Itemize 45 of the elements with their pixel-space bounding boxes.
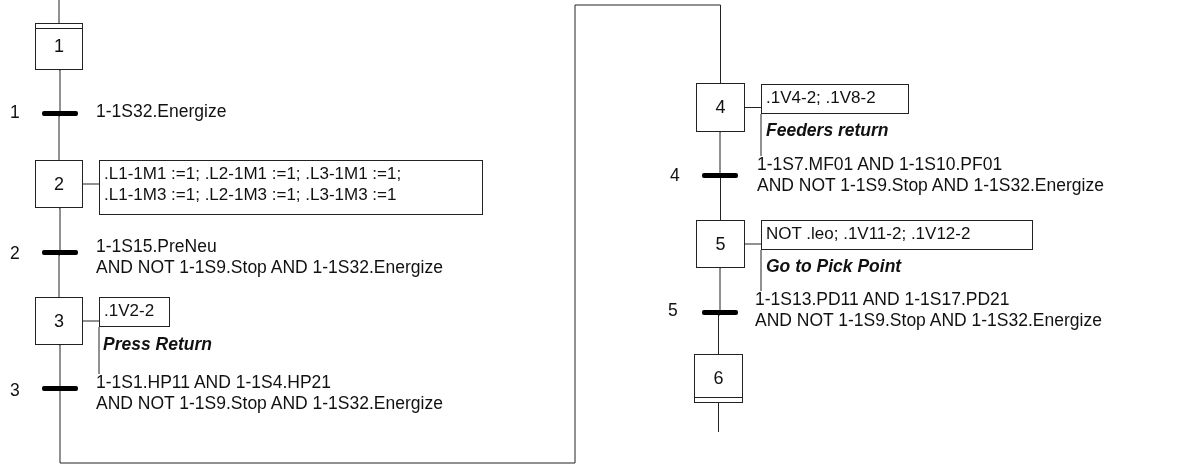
- connector-line: [82, 183, 100, 185]
- connector-line: [98, 326, 100, 375]
- step-box: [35, 297, 83, 345]
- step-comment: Go to Pick Point: [766, 256, 902, 277]
- connector-line: [719, 131, 721, 174]
- action-box: .L1-1M1 :=1; .L2-1M1 :=1; .L3-1M1 :=1; .L1-1M3 :=1; .L2-1M3 :=1; .L3-1M3 :=1: [99, 160, 483, 215]
- connector-line: [744, 107, 762, 108]
- step-box: [35, 160, 83, 208]
- connector-line: [718, 314, 721, 355]
- connector-line: [760, 113, 762, 157]
- connector-line: [58, 254, 61, 298]
- step-number: 5: [715, 233, 726, 255]
- step-comment: Press Return: [103, 334, 212, 355]
- transition-condition: 1-1S32.Energize: [96, 101, 227, 122]
- step-number: 2: [54, 173, 64, 195]
- transition-condition: 1-1S15.PreNeu AND NOT 1-1S9.Stop AND 1-1S32.Energize: [96, 236, 443, 278]
- connector-line: [58, 0, 60, 24]
- transition-condition: 1-1S1.HP11 AND 1-1S4.HP21 AND NOT 1-1S9.Stop AND 1-1S32.Energize: [96, 372, 443, 414]
- step-number: 1: [54, 36, 64, 57]
- transition-condition: 1-1S7.MF01 AND 1-1S10.PF01 AND NOT 1-1S9.Stop AND 1-1S32.Energize: [757, 154, 1104, 196]
- transition-number: 1: [10, 102, 20, 123]
- transition-number: 5: [668, 300, 678, 321]
- step-box: [35, 23, 83, 70]
- step-number: 4: [715, 97, 726, 118]
- connector-line: [718, 402, 719, 433]
- step-box: [694, 354, 743, 403]
- step-box: [696, 83, 745, 132]
- connector-line: [59, 4, 721, 464]
- connector-line: [744, 243, 762, 245]
- connector-line: [82, 320, 100, 322]
- step-number: 3: [54, 310, 64, 332]
- connector-line: [58, 344, 61, 387]
- transition-number: 4: [670, 165, 680, 186]
- connector-line: [719, 177, 721, 221]
- transition-condition: 1-1S13.PD11 AND 1-1S17.PD21 AND NOT 1-1S9.Stop AND 1-1S32.Energize: [755, 289, 1102, 331]
- connector-line: [58, 207, 61, 251]
- transition-number: 3: [10, 380, 20, 401]
- transition-number: 2: [10, 243, 20, 264]
- step-box: [696, 220, 745, 268]
- step-comment: Feeders return: [766, 120, 889, 141]
- step-number: 6: [713, 368, 724, 389]
- connector-line: [719, 267, 721, 311]
- connector-line: [58, 69, 61, 112]
- connector-line: [760, 249, 762, 292]
- connector-line: [58, 115, 61, 161]
